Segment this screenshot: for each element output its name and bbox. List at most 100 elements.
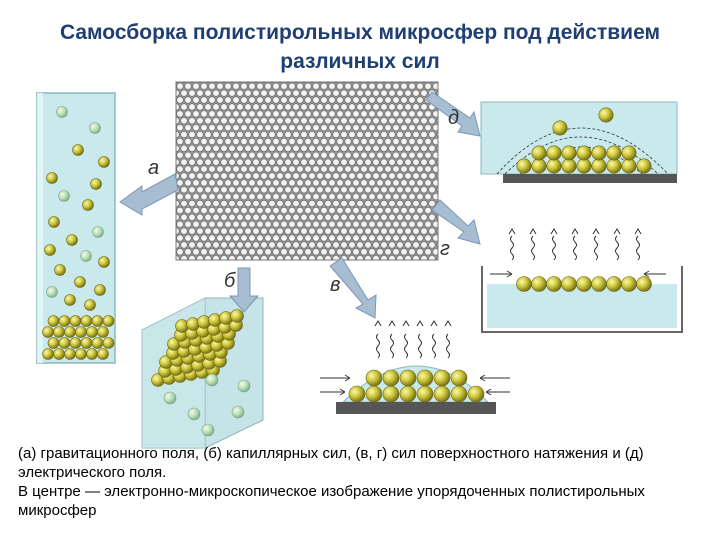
microsphere-light: [206, 374, 218, 386]
microsphere: [103, 338, 114, 349]
microsphere-light: [188, 408, 200, 420]
microsphere: [622, 159, 636, 173]
microsphere: [65, 349, 76, 360]
microsphere-light: [202, 424, 214, 436]
microsphere-light: [238, 380, 250, 392]
microsphere: [231, 310, 244, 323]
sem-image: [176, 82, 438, 260]
evaporation-wave: [391, 334, 394, 358]
evaporation-wave: [616, 236, 619, 260]
evaporation-arrowhead: [431, 321, 437, 326]
microsphere: [91, 179, 102, 190]
microsphere: [59, 316, 70, 327]
microsphere: [562, 159, 576, 173]
microsphere: [81, 316, 92, 327]
microsphere: [76, 349, 87, 360]
microsphere: [43, 349, 54, 360]
microsphere: [70, 316, 81, 327]
microsphere: [532, 159, 546, 173]
microsphere: [99, 157, 110, 168]
panel-v-evaporation: [375, 321, 451, 358]
microsphere: [366, 370, 382, 386]
panel-a-gravity-column: [37, 93, 115, 363]
microsphere: [99, 257, 110, 268]
microsphere: [400, 386, 416, 402]
evaporation-wave: [511, 236, 514, 260]
panel-g-evaporation: [509, 229, 641, 260]
microsphere: [383, 370, 399, 386]
evaporation-wave: [595, 236, 598, 260]
microsphere: [92, 338, 103, 349]
label-g: г: [440, 238, 450, 260]
microsphere: [553, 121, 567, 135]
microsphere: [547, 277, 562, 292]
evaporation-arrowhead: [509, 229, 515, 234]
evaporation-arrowhead: [375, 321, 381, 326]
microsphere: [98, 327, 109, 338]
microsphere: [451, 386, 467, 402]
microsphere: [592, 159, 606, 173]
evaporation-arrowhead: [445, 321, 451, 326]
evaporation-wave: [433, 334, 436, 358]
figure-caption: (а) гравитационного поля, (б) капиллярны…: [18, 444, 708, 520]
microsphere: [547, 146, 561, 160]
evaporation-arrowhead: [417, 321, 423, 326]
microsphere: [599, 108, 613, 122]
panel-v-drop: [320, 321, 510, 414]
microsphere: [85, 300, 96, 311]
microsphere: [87, 327, 98, 338]
microsphere: [87, 349, 98, 360]
evaporation-arrowhead: [530, 229, 536, 234]
evaporation-arrowhead: [551, 229, 557, 234]
microsphere: [577, 146, 591, 160]
microsphere-light: [93, 227, 104, 238]
evaporation-wave: [405, 334, 408, 358]
evaporation-arrowhead: [614, 229, 620, 234]
microsphere: [65, 295, 76, 306]
microsphere: [607, 277, 622, 292]
microsphere: [47, 173, 58, 184]
microsphere: [517, 277, 532, 292]
evaporation-arrowhead: [635, 229, 641, 234]
microsphere: [607, 146, 621, 160]
microsphere: [383, 386, 399, 402]
panel-g-monolayer: [517, 277, 652, 292]
evaporation-wave: [553, 236, 556, 260]
compress-arrow: [490, 271, 512, 277]
microsphere-light: [81, 251, 92, 262]
microsphere: [622, 277, 637, 292]
microsphere-light: [59, 191, 70, 202]
panel-d-electric: [481, 102, 677, 183]
microsphere: [49, 217, 60, 228]
microsphere: [607, 159, 621, 173]
label-v: в: [330, 274, 340, 296]
evaporation-wave: [447, 334, 450, 358]
microsphere-light: [47, 287, 58, 298]
microsphere: [592, 277, 607, 292]
microsphere: [48, 338, 59, 349]
evaporation-wave: [419, 334, 422, 358]
microsphere: [562, 277, 577, 292]
label-d: д: [448, 107, 459, 129]
microsphere: [434, 370, 450, 386]
caption-line1: (а) гравитационного поля, (б) капиллярны…: [18, 444, 708, 482]
microsphere: [73, 145, 84, 156]
panel-g-compress-arrows: [490, 271, 666, 277]
evaporation-arrowhead: [403, 321, 409, 326]
microsphere-light: [164, 392, 176, 404]
arrow-to-a: [120, 174, 178, 215]
microsphere: [45, 245, 56, 256]
microsphere: [103, 316, 114, 327]
microsphere: [95, 285, 106, 296]
microsphere: [417, 370, 433, 386]
microsphere: [76, 327, 87, 338]
label-a: а: [148, 157, 159, 179]
compress-arrow: [644, 271, 666, 277]
microsphere: [517, 159, 531, 173]
microsphere: [43, 327, 54, 338]
microsphere: [83, 200, 94, 211]
microsphere: [434, 386, 450, 402]
microsphere: [547, 159, 561, 173]
panel-g-surface: [482, 229, 682, 332]
microsphere: [562, 146, 576, 160]
